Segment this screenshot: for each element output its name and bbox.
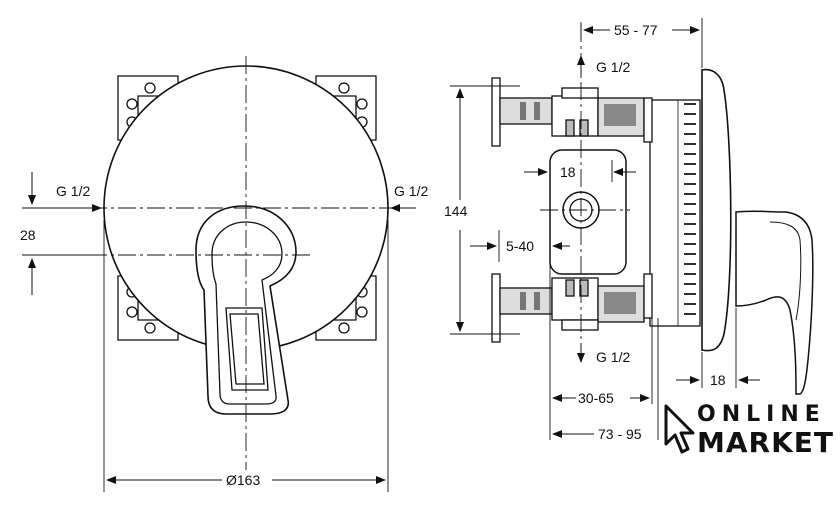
label-dim-28: 28 [20, 227, 36, 243]
brand-line-2: MARKET [697, 426, 835, 459]
lower-connection [491, 273, 653, 343]
label-dim-144: 144 [444, 203, 468, 219]
upper-connection [491, 77, 653, 147]
label-g-top: G 1/2 [596, 59, 630, 75]
label-dim-73-95: 73 - 95 [598, 426, 642, 442]
label-dim-30-65: 30-65 [578, 390, 614, 406]
centerlines-front [60, 56, 410, 470]
label-dim-18-bottom: 18 [710, 372, 726, 388]
brand-line-1: ONLINE [697, 402, 826, 427]
label-dim-18-top: 18 [560, 164, 576, 180]
side-view [450, 18, 814, 440]
mounting-plate-top-left [117, 75, 179, 141]
label-g-left: G 1/2 [56, 183, 90, 199]
front-dimensions [28, 172, 416, 484]
label-dim-5-40: 5-40 [506, 238, 534, 254]
cover-plate-side [701, 68, 732, 352]
label-dim-163: Ø163 [226, 472, 260, 488]
threaded-sleeve [649, 99, 701, 327]
lever-handle-side [735, 210, 814, 395]
label-dim-55-77: 55 - 77 [614, 22, 658, 38]
label-g-right: G 1/2 [394, 183, 428, 199]
centerlines-side [540, 24, 630, 346]
front-view [22, 56, 410, 492]
cursor-icon [664, 404, 695, 454]
label-g-bottom: G 1/2 [596, 349, 630, 365]
side-dimensions [456, 26, 760, 438]
extension-lines-side [450, 18, 737, 440]
